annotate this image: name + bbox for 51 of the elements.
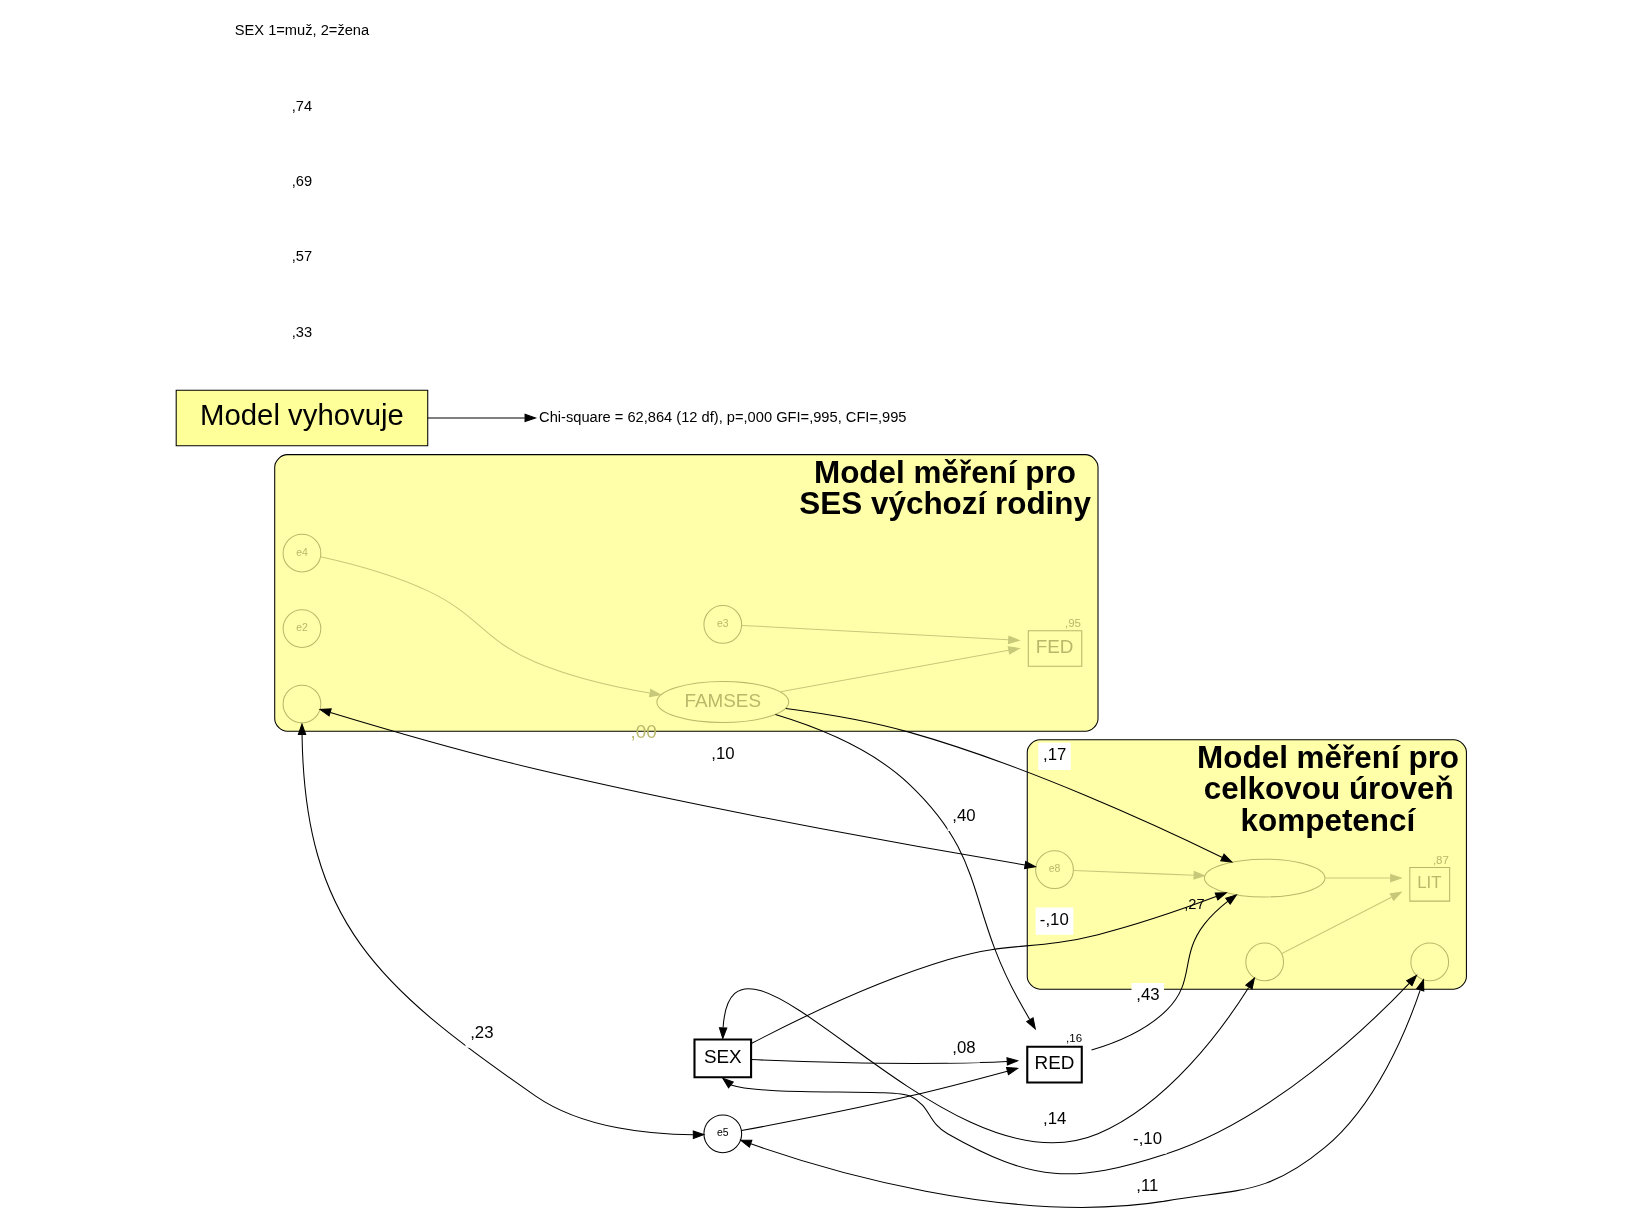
arrow <box>779 646 1021 693</box>
node-label: ,95 <box>1064 617 1082 630</box>
arrow <box>1281 891 1403 955</box>
label: ,57 <box>291 248 313 265</box>
arrow <box>318 708 1038 870</box>
node-box: FED <box>1027 630 1083 667</box>
edge-label: -,10 <box>1039 910 1069 930</box>
edge-label: -,10 <box>1133 1129 1162 1149</box>
node-circle: e4 <box>282 533 322 573</box>
arrow <box>1324 873 1403 883</box>
arrow <box>774 714 1037 1031</box>
node-ellipse: FAMSES <box>656 680 790 724</box>
node-circle: e8 <box>1035 850 1074 890</box>
arrow <box>427 413 538 423</box>
node-box: Model vyhovuje <box>175 389 429 447</box>
node-box: LIT <box>1409 867 1451 902</box>
arrow <box>785 707 1234 863</box>
node-text: Chi-square = 62,864 (12 df), p=,000 GFI=,995, CFI=,995 <box>539 408 907 425</box>
label: SEX 1=muž, 2=žena <box>234 22 370 39</box>
node-label: ,87 <box>1432 854 1449 867</box>
arrow <box>741 624 1021 645</box>
edge-label: ,40 <box>952 806 976 826</box>
label: ,74 <box>291 97 313 114</box>
arrow <box>1073 869 1207 880</box>
label: ,33 <box>291 323 313 340</box>
arrow <box>750 1057 1020 1066</box>
arrow <box>297 722 706 1140</box>
arrow <box>721 974 1418 1175</box>
edge-label: ,14 <box>1042 1109 1067 1129</box>
node-label: ,16 <box>1066 1032 1083 1045</box>
edge-label: ,10 <box>711 744 735 764</box>
label: ,69 <box>291 173 313 189</box>
arrow <box>320 556 663 698</box>
node-circle: e5 <box>703 1114 743 1154</box>
node-circle <box>1245 942 1285 982</box>
arrow <box>718 976 1256 1144</box>
arrow <box>750 892 1228 1045</box>
node-box: RED <box>1026 1045 1083 1084</box>
node-ellipse <box>1203 858 1326 898</box>
node-box: SEX <box>693 1038 753 1079</box>
arrow <box>741 1067 1020 1132</box>
node-circle: e3 <box>703 605 743 644</box>
edge-label: ,08 <box>952 1037 976 1057</box>
node-circle: e2 <box>282 609 322 648</box>
edge-label: ,23 <box>470 1023 494 1043</box>
node-circle <box>1410 942 1450 982</box>
edge-label: ,17 <box>1042 745 1067 765</box>
edge-label: ,11 <box>1136 1176 1159 1196</box>
arrow <box>1091 893 1238 1051</box>
node-circle <box>282 684 322 724</box>
arrow <box>739 978 1425 1208</box>
